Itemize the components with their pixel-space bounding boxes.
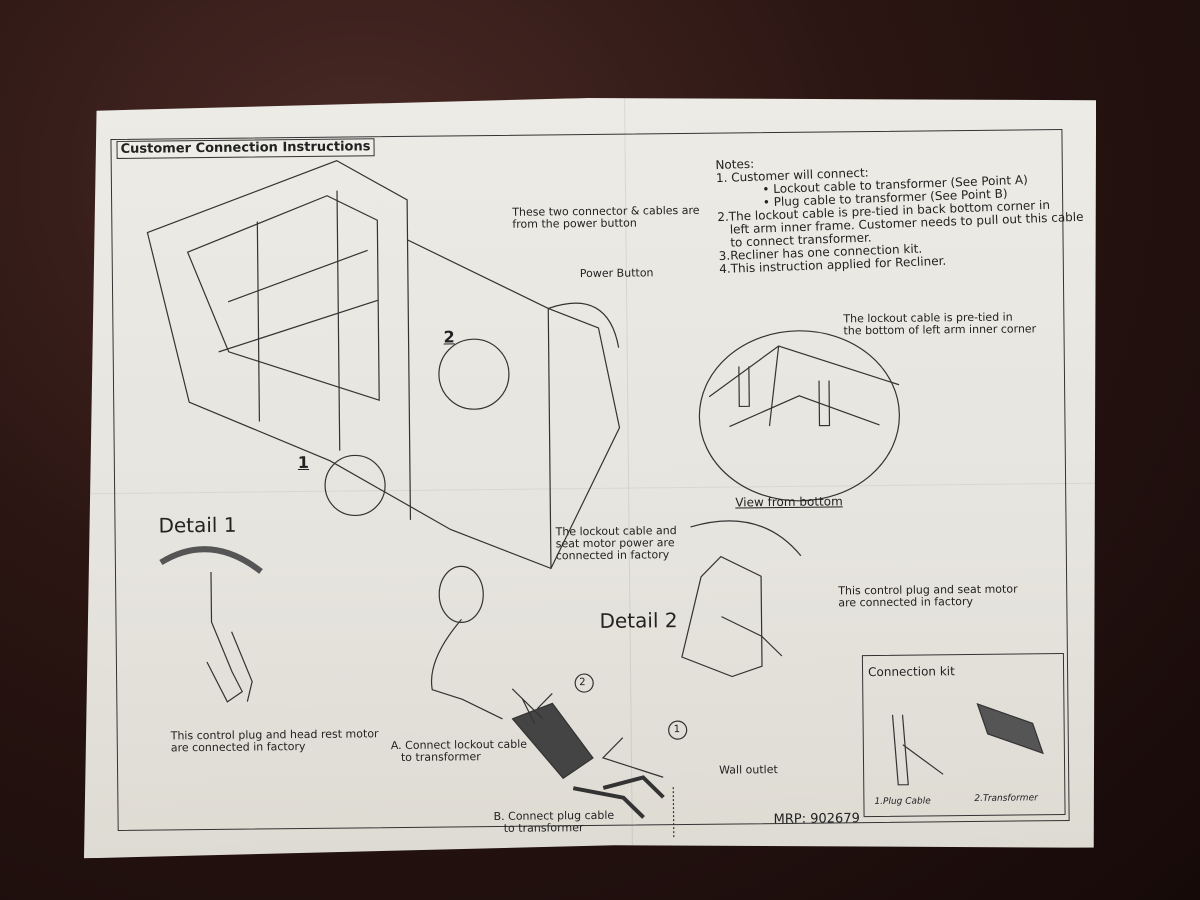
callout-line: to transformer	[503, 821, 584, 835]
callout-connectors: These two connector & cables are from th…	[512, 205, 700, 231]
callout-line: the bottom of left arm inner corner	[843, 322, 1037, 338]
connection-kit-box: Connection kit 1.Plug Cable 2.Transforme…	[862, 653, 1066, 817]
callout-lockout-seat: The lockout cable and seat motor power a…	[556, 525, 677, 562]
page-title: Customer Connection Instructions	[116, 138, 374, 159]
kit-item-transformer: 2.Transformer	[974, 793, 1038, 804]
callout-line: to transformer	[400, 750, 481, 764]
circle-label-2: 2	[579, 677, 586, 689]
view-from-bottom-label: View from bottom	[735, 494, 843, 510]
instruction-sheet: Customer Connection Instructions Notes: …	[76, 93, 1104, 859]
callout-line: connected in factory	[555, 548, 670, 563]
label-num-2: 2	[443, 327, 455, 347]
detail2-drawing	[680, 520, 802, 677]
kit-item-plug-cable: 1.Plug Cable	[874, 796, 931, 808]
callout-line: are connected in factory	[170, 739, 306, 755]
recliner-diagram	[76, 93, 1104, 859]
view-from-bottom-drawing	[699, 330, 901, 502]
recliner-frame-drawing	[147, 158, 623, 723]
callout-line: are connected in factory	[838, 594, 974, 610]
mrp-number: MRP: 902679	[773, 811, 860, 828]
connection-kit-drawing	[892, 703, 1043, 785]
label-num-1: 1	[297, 452, 310, 473]
kit-title: Connection kit	[868, 664, 955, 680]
callout-control-head: This control plug and head rest motor ar…	[171, 728, 379, 754]
notes-block: Notes: 1. Customer will connect: • Locko…	[715, 147, 1059, 276]
transformer-drawing	[512, 673, 688, 839]
detail1-label: Detail 1	[158, 512, 237, 538]
circle-label-1: 1	[673, 724, 681, 736]
callout-power-button: Power Button	[579, 266, 654, 281]
callout-line: from the power button	[512, 216, 637, 231]
callout-lockout-pretied: The lockout cable is pre-tied in the bot…	[843, 311, 1036, 337]
wall-outlet-label: Wall outlet	[719, 763, 778, 777]
detail1-drawing	[161, 549, 263, 703]
step-a-text: A. Connect lockout cable to transformer	[391, 739, 527, 764]
callout-control-seat: This control plug and seat motor are con…	[838, 584, 1018, 610]
detail2-label: Detail 2	[599, 608, 678, 633]
step-b-text: B. Connect plug cable to transformer	[494, 810, 615, 835]
